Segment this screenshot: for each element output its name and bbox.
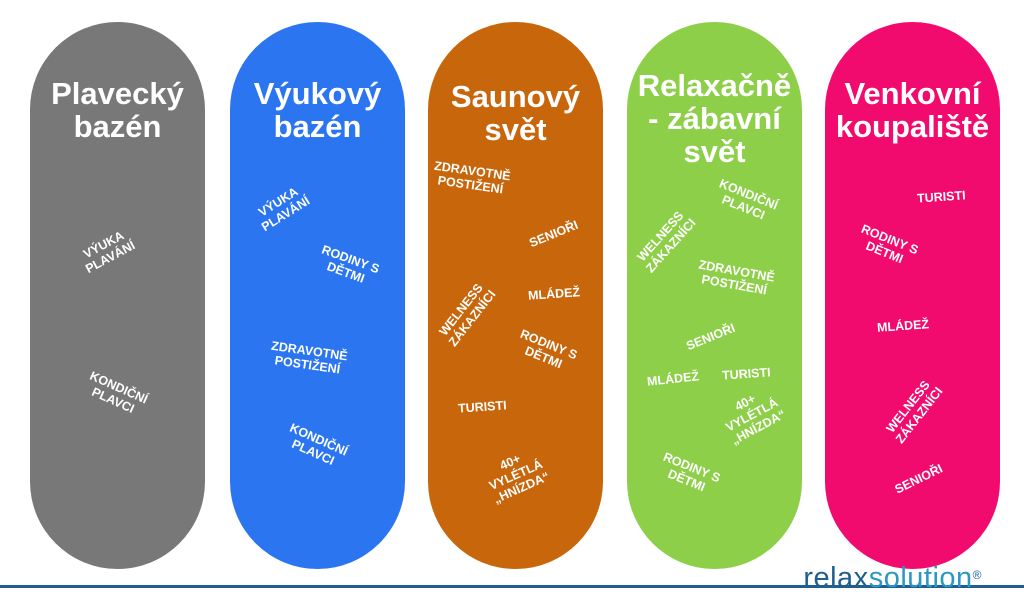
title-line: Venkovní — [844, 76, 981, 111]
pool-title: Relaxačně - zábavní svět — [627, 69, 802, 168]
tag-welness-zakaznici: WELNESS ZÁKAZNÍCI — [882, 376, 946, 446]
title-line: svět — [484, 112, 547, 147]
tag-turisti: TURISTI — [722, 365, 771, 382]
title-line: - zábavní — [648, 101, 781, 136]
tag-seniori: SENIOŘI — [684, 321, 737, 353]
pool-title: Plavecký bazén — [30, 77, 205, 143]
tag-mladez: MLÁDEŽ — [646, 369, 699, 388]
tag-rodiny-s-detmi: RODINY S DĚTMI — [656, 450, 722, 499]
tag-kondicni-plavci: KONDIČNÍ PLAVCI — [82, 369, 150, 420]
logo-part-relax: relax — [803, 562, 869, 594]
tag-welness-zakaznici: WELNESS ZÁKAZNÍCI — [435, 279, 499, 349]
title-line: bazén — [273, 109, 362, 144]
relaxsolution-logo: relaxsolution® — [803, 563, 982, 593]
footer-divider — [0, 585, 1024, 588]
tag-seniori: SENIOŘI — [893, 461, 945, 496]
tag-zdravotne-postizeni: ZDRAVOTNĚ POSTIŽENÍ — [268, 339, 348, 377]
tag-line: SENIOŘI — [527, 217, 581, 251]
title-line: bazén — [73, 109, 162, 144]
pool-vyukovy-bazen: Výukový bazén VÝUKA PLAVÁNÍ RODINY S DĚT… — [230, 22, 405, 569]
pool-venkovni-koupaliste: Venkovní koupaliště TURISTI RODINY S DĚT… — [825, 22, 1000, 569]
tag-40-vyletla-hnizda: 40+ VYLÉTLÁ „HNÍZDA“ — [480, 444, 552, 507]
pool-plavecky-bazen: Plavecký bazén VÝUKA PLAVÁNÍ KONDIČNÍ PL… — [30, 22, 205, 569]
tag-rodiny-s-detmi: RODINY S DĚTMI — [854, 222, 920, 271]
tag-seniori: SENIOŘI — [527, 218, 580, 250]
pool-title: Výukový bazén — [230, 77, 405, 143]
tag-zdravotne-postizeni: ZDRAVOTNĚ POSTIŽENÍ — [431, 159, 511, 197]
tag-line: MLÁDEŽ — [876, 317, 930, 335]
title-line: Výukový — [253, 76, 382, 111]
logo-part-solution: solution — [868, 562, 973, 594]
tag-vyuka-plavani: VÝUKA PLAVÁNÍ — [252, 182, 312, 235]
registered-mark: ® — [972, 568, 982, 582]
tag-line: MLÁDEŽ — [646, 369, 700, 389]
tag-rodiny-s-detmi: RODINY S DĚTMI — [513, 327, 579, 376]
tag-line: TURISTI — [721, 365, 772, 383]
tag-line: TURISTI — [916, 188, 967, 206]
pool-title: Saunový svět — [428, 80, 603, 146]
tag-line: MLÁDEŽ — [527, 285, 581, 303]
pool-title: Venkovní koupaliště — [825, 77, 1000, 143]
tag-line: TURISTI — [457, 398, 508, 416]
tag-rodiny-s-detmi: RODINY S DĚTMI — [315, 243, 381, 290]
tag-kondicni-plavci: KONDIČNÍ PLAVCI — [282, 421, 350, 472]
pool-saunovy-svet: Saunový svět ZDRAVOTNĚ POSTIŽENÍ SENIOŘI… — [428, 22, 603, 569]
tag-turisti: TURISTI — [458, 398, 507, 415]
tag-mladez: MLÁDEŽ — [528, 285, 581, 303]
tag-zdravotne-postizeni: ZDRAVOTNĚ POSTIŽENÍ — [695, 258, 776, 299]
title-line: svět — [683, 134, 746, 169]
pool-relaxacne-zabavni-svet: Relaxačně - zábavní svět WELNESS ZÁKAZNÍ… — [627, 22, 802, 569]
tag-kondicni-plavci: KONDIČNÍ PLAVCI — [712, 176, 780, 225]
title-line: Saunový — [450, 79, 581, 114]
title-line: Plavecký — [51, 76, 184, 111]
tag-40-vyletla-hnizda: 40+ VYLÉTLÁ „HNÍZDA“ — [716, 382, 788, 447]
tag-line: SENIOŘI — [684, 320, 738, 354]
tag-turisti: TURISTI — [917, 188, 966, 205]
tag-welness-zakaznici: WELNESS ZÁKAZNÍCI — [633, 207, 699, 276]
title-line: koupaliště — [835, 109, 990, 144]
tag-vyuka-plavani: VÝUKA PLAVÁNÍ — [77, 226, 137, 276]
tag-line: SENIOŘI — [892, 461, 945, 497]
title-line: Relaxačně — [637, 68, 792, 103]
tag-mladez: MLÁDEŽ — [877, 317, 930, 335]
